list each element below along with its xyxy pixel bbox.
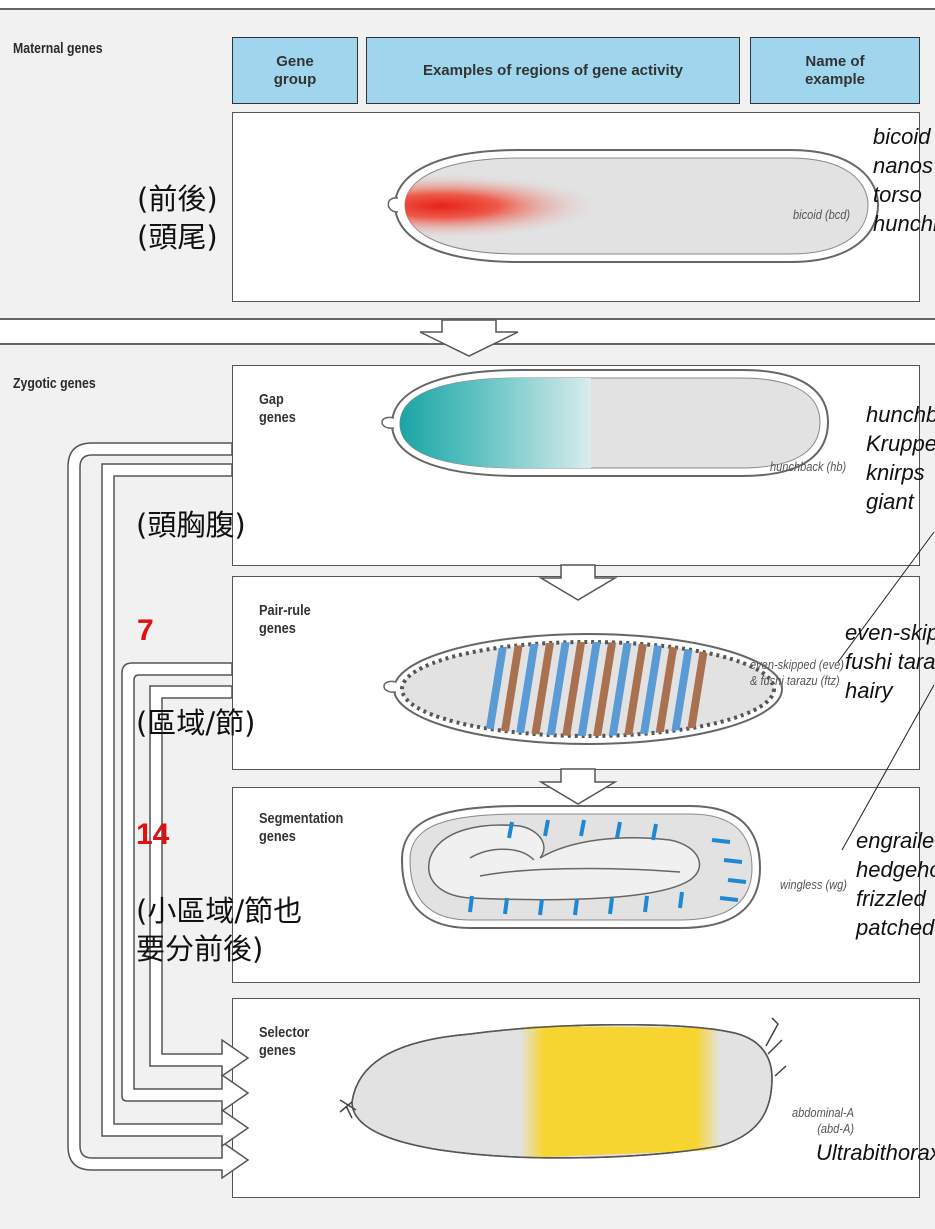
- segmentation-count: 14: [136, 818, 170, 851]
- ftz-stripe: [561, 642, 586, 736]
- abdominal-a-embryo: [339, 1017, 787, 1159]
- maternal-note: (前後) (頭尾): [137, 182, 218, 254]
- wingless-stripes: [468, 819, 747, 916]
- eve-stripe: [608, 642, 632, 736]
- pair-rule-embryo: [383, 633, 783, 745]
- pair-rule-to-segmentation-arrow: [538, 768, 618, 805]
- wg-stripe: [651, 823, 658, 841]
- gap-to-pair-rule-arrow: [538, 564, 618, 601]
- wg-stripe: [579, 819, 586, 837]
- ftz-stripe: [654, 642, 679, 736]
- maternal-to-selector-line: [67, 442, 250, 1180]
- wg-stripe: [608, 897, 614, 915]
- maternal-genes-title: Maternal genes: [13, 40, 103, 57]
- wg-stripe: [468, 895, 474, 913]
- hunchback-embryo: [381, 369, 830, 477]
- gap-note: (頭胸腹): [136, 508, 246, 542]
- wg-stripe: [538, 898, 544, 916]
- eve-stripe: [670, 642, 694, 736]
- wingless-embryo: [400, 805, 762, 929]
- gap-genes-label: Gap genes: [259, 391, 296, 426]
- maternal-gene-list: bicoid nanos torso hunchback: [873, 124, 935, 236]
- wg-stripe: [573, 898, 579, 916]
- segmentation-gene-list: engrailed hedgehog frizzled patched: [856, 828, 935, 940]
- pair-rule-example-name: even-skipped (eve) & fushi tarazu (ftz): [750, 657, 844, 688]
- selector-example-name: abdominal-A (abd-A): [792, 1105, 855, 1136]
- ftz-stripe: [592, 642, 617, 736]
- gap-gene-list: hunchback Kruppel knirps giant: [866, 402, 935, 514]
- selector-gene-list: Ultrabithorax: [816, 1140, 935, 1165]
- feedback-lines: [67, 442, 250, 1180]
- bicoid-embryo: [387, 149, 880, 263]
- segmentation-example-name: wingless (wg): [780, 877, 847, 892]
- maternal-example-name: bicoid (bcd): [793, 207, 851, 222]
- pair-rule-gene-list: even-skipped fushi tarazu hairy: [845, 620, 935, 703]
- ftz-stripe: [685, 642, 710, 736]
- eve-stripe: [484, 642, 508, 736]
- ftz-stripe: [623, 642, 648, 736]
- wg-stripe: [678, 891, 684, 909]
- zygotic-genes-title: Zygotic genes: [13, 375, 96, 392]
- selector-genes-label: Selector genes: [259, 1024, 310, 1059]
- wg-stripe: [711, 838, 731, 844]
- header-name-of-example: Name of example: [750, 37, 920, 104]
- wg-stripe: [719, 896, 739, 902]
- ftz-stripe: [499, 642, 524, 736]
- pair-rule-to-selector-line: [121, 662, 250, 1113]
- pair-rule-note: (區域/節): [136, 706, 256, 740]
- wg-stripe: [503, 897, 509, 915]
- eve-stripe: [515, 642, 539, 736]
- wg-stripe: [723, 858, 743, 864]
- connector-arrows: [419, 319, 618, 805]
- ftz-stripe: [530, 642, 555, 736]
- segmentation-to-selector-line: [149, 685, 250, 1078]
- segmentation-genes-label: Segmentation genes: [259, 810, 344, 845]
- wg-stripe: [543, 819, 550, 837]
- header-examples: Examples of regions of gene activity: [366, 37, 740, 104]
- eve-stripe: [577, 642, 601, 736]
- wg-stripe: [615, 821, 622, 839]
- maternal-to-zygotic-arrow: [419, 319, 519, 357]
- pair-rule-count: 7: [137, 614, 154, 647]
- segmentation-note: (小區域/節也 要分前後): [136, 894, 303, 966]
- wg-stripe: [507, 821, 514, 839]
- pair-rule-stripes: [484, 642, 710, 736]
- gap-example-name: hunchback (hb): [770, 459, 847, 474]
- pair-rule-genes-label: Pair-rule genes: [259, 602, 311, 637]
- wg-stripe: [727, 878, 747, 884]
- eve-stripe: [639, 642, 663, 736]
- gap-to-selector-line: [101, 463, 250, 1148]
- eve-stripe: [546, 642, 570, 736]
- wg-stripe: [643, 895, 649, 913]
- header-gene-group: Gene group: [232, 37, 358, 104]
- pointer-lines: [837, 531, 935, 851]
